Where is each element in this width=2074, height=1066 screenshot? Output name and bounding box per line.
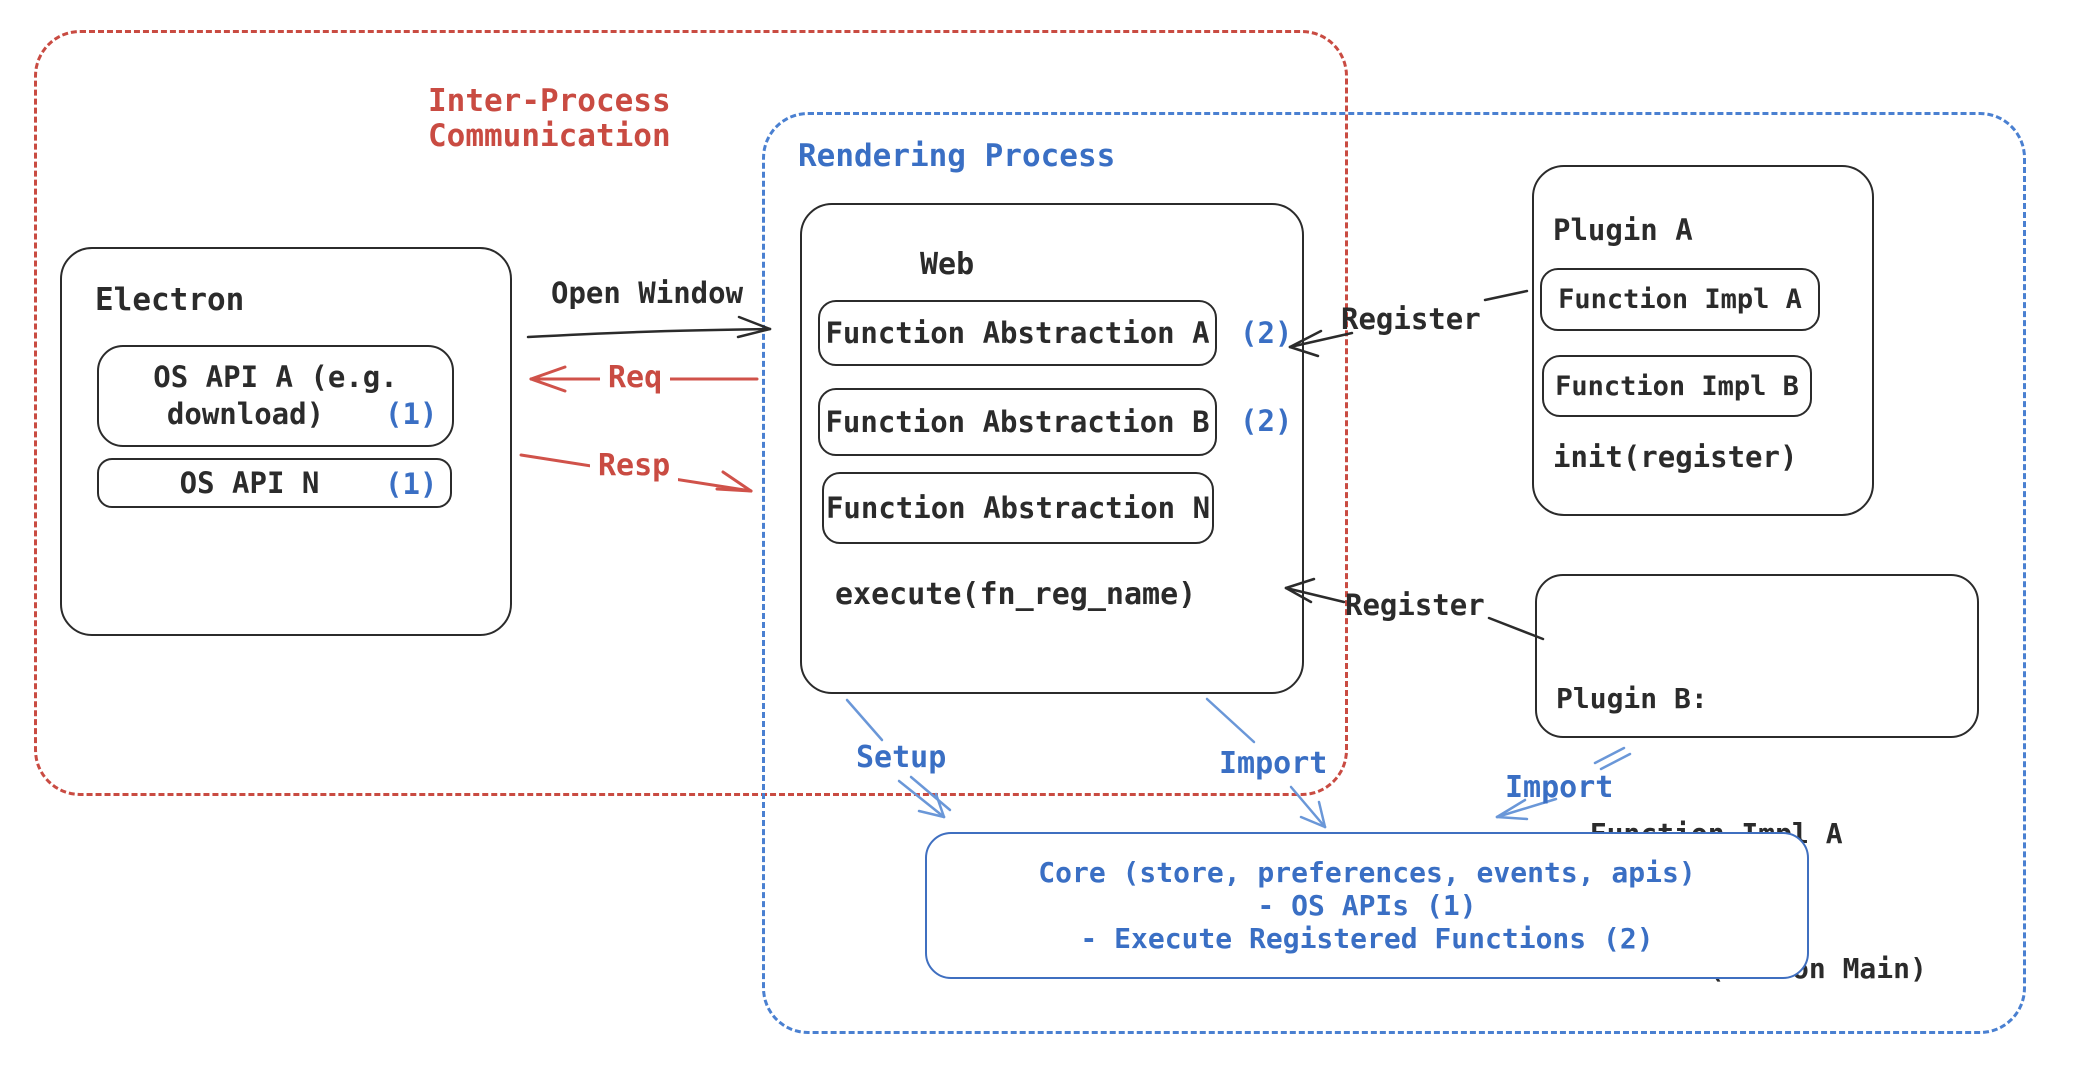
function-abstraction-n-box: Function Abstraction N [822, 472, 1214, 544]
ipc-label-line2: Communication [428, 118, 671, 154]
core-line3: - Execute Registered Functions (2) [1080, 922, 1654, 955]
core-box: Core (store, preferences, events, apis) … [925, 832, 1809, 979]
rendering-process-label: Rendering Process [798, 138, 1116, 174]
ipc-group-box [34, 30, 1348, 796]
os-api-n-box: OS API N [97, 458, 452, 508]
resp-label: Resp [590, 448, 679, 483]
register-top-label: Register [1341, 302, 1481, 336]
function-abstraction-b-label: Function Abstraction B [825, 405, 1210, 439]
plugin-a-box [1532, 165, 1874, 516]
function-impl-b-box: Function Impl B [1542, 355, 1812, 417]
core-line2: - OS APIs (1) [1257, 889, 1477, 922]
init-register-label: init(register) [1553, 440, 1798, 474]
function-abstraction-a-label: Function Abstraction A [825, 316, 1210, 350]
plugin-a-title: Plugin A [1553, 213, 1693, 247]
function-abstraction-a-box: Function Abstraction A [818, 300, 1217, 366]
os-api-a-badge: (1) [385, 397, 438, 431]
web-title: Web [920, 247, 975, 282]
os-api-n-badge: (1) [385, 467, 438, 501]
os-api-a-box: OS API A (e.g. download) [97, 345, 454, 447]
plugin-b-text: Plugin B: - Function Impl A - Module (ru… [1556, 586, 1927, 1066]
function-impl-a-box: Function Impl A [1540, 268, 1820, 331]
function-impl-a-label: Function Impl A [1558, 284, 1802, 315]
plugin-b-box [1535, 574, 1979, 738]
os-api-n-label: OS API N [179, 466, 320, 500]
ipc-label: Inter-Process Communication [428, 84, 671, 154]
core-line1: Core (store, preferences, events, apis) [1038, 856, 1696, 889]
register-bottom-label: Register [1345, 588, 1485, 622]
function-abstraction-b-box: Function Abstraction B [818, 388, 1217, 456]
function-abstraction-b-badge: (2) [1240, 404, 1293, 438]
setup-label: Setup [856, 740, 947, 775]
function-impl-b-label: Function Impl B [1555, 370, 1799, 402]
execute-label: execute(fn_reg_name) [835, 577, 1197, 612]
import-plugin-label: Import [1505, 770, 1614, 805]
os-api-a-line2: download) [166, 397, 325, 431]
ipc-label-line1: Inter-Process [428, 83, 671, 119]
plugin-b-line1: Plugin B: [1556, 682, 1708, 715]
import-web-label: Import [1219, 746, 1328, 781]
electron-title: Electron [95, 282, 245, 318]
os-api-a-line1: OS API A (e.g. [153, 360, 398, 394]
req-label: Req [600, 360, 671, 395]
rendering-process-group-box [762, 112, 2026, 1034]
function-abstraction-a-badge: (2) [1240, 316, 1293, 350]
function-abstraction-n-label: Function Abstraction N [825, 491, 1211, 525]
open-window-label: Open Window [551, 276, 744, 310]
